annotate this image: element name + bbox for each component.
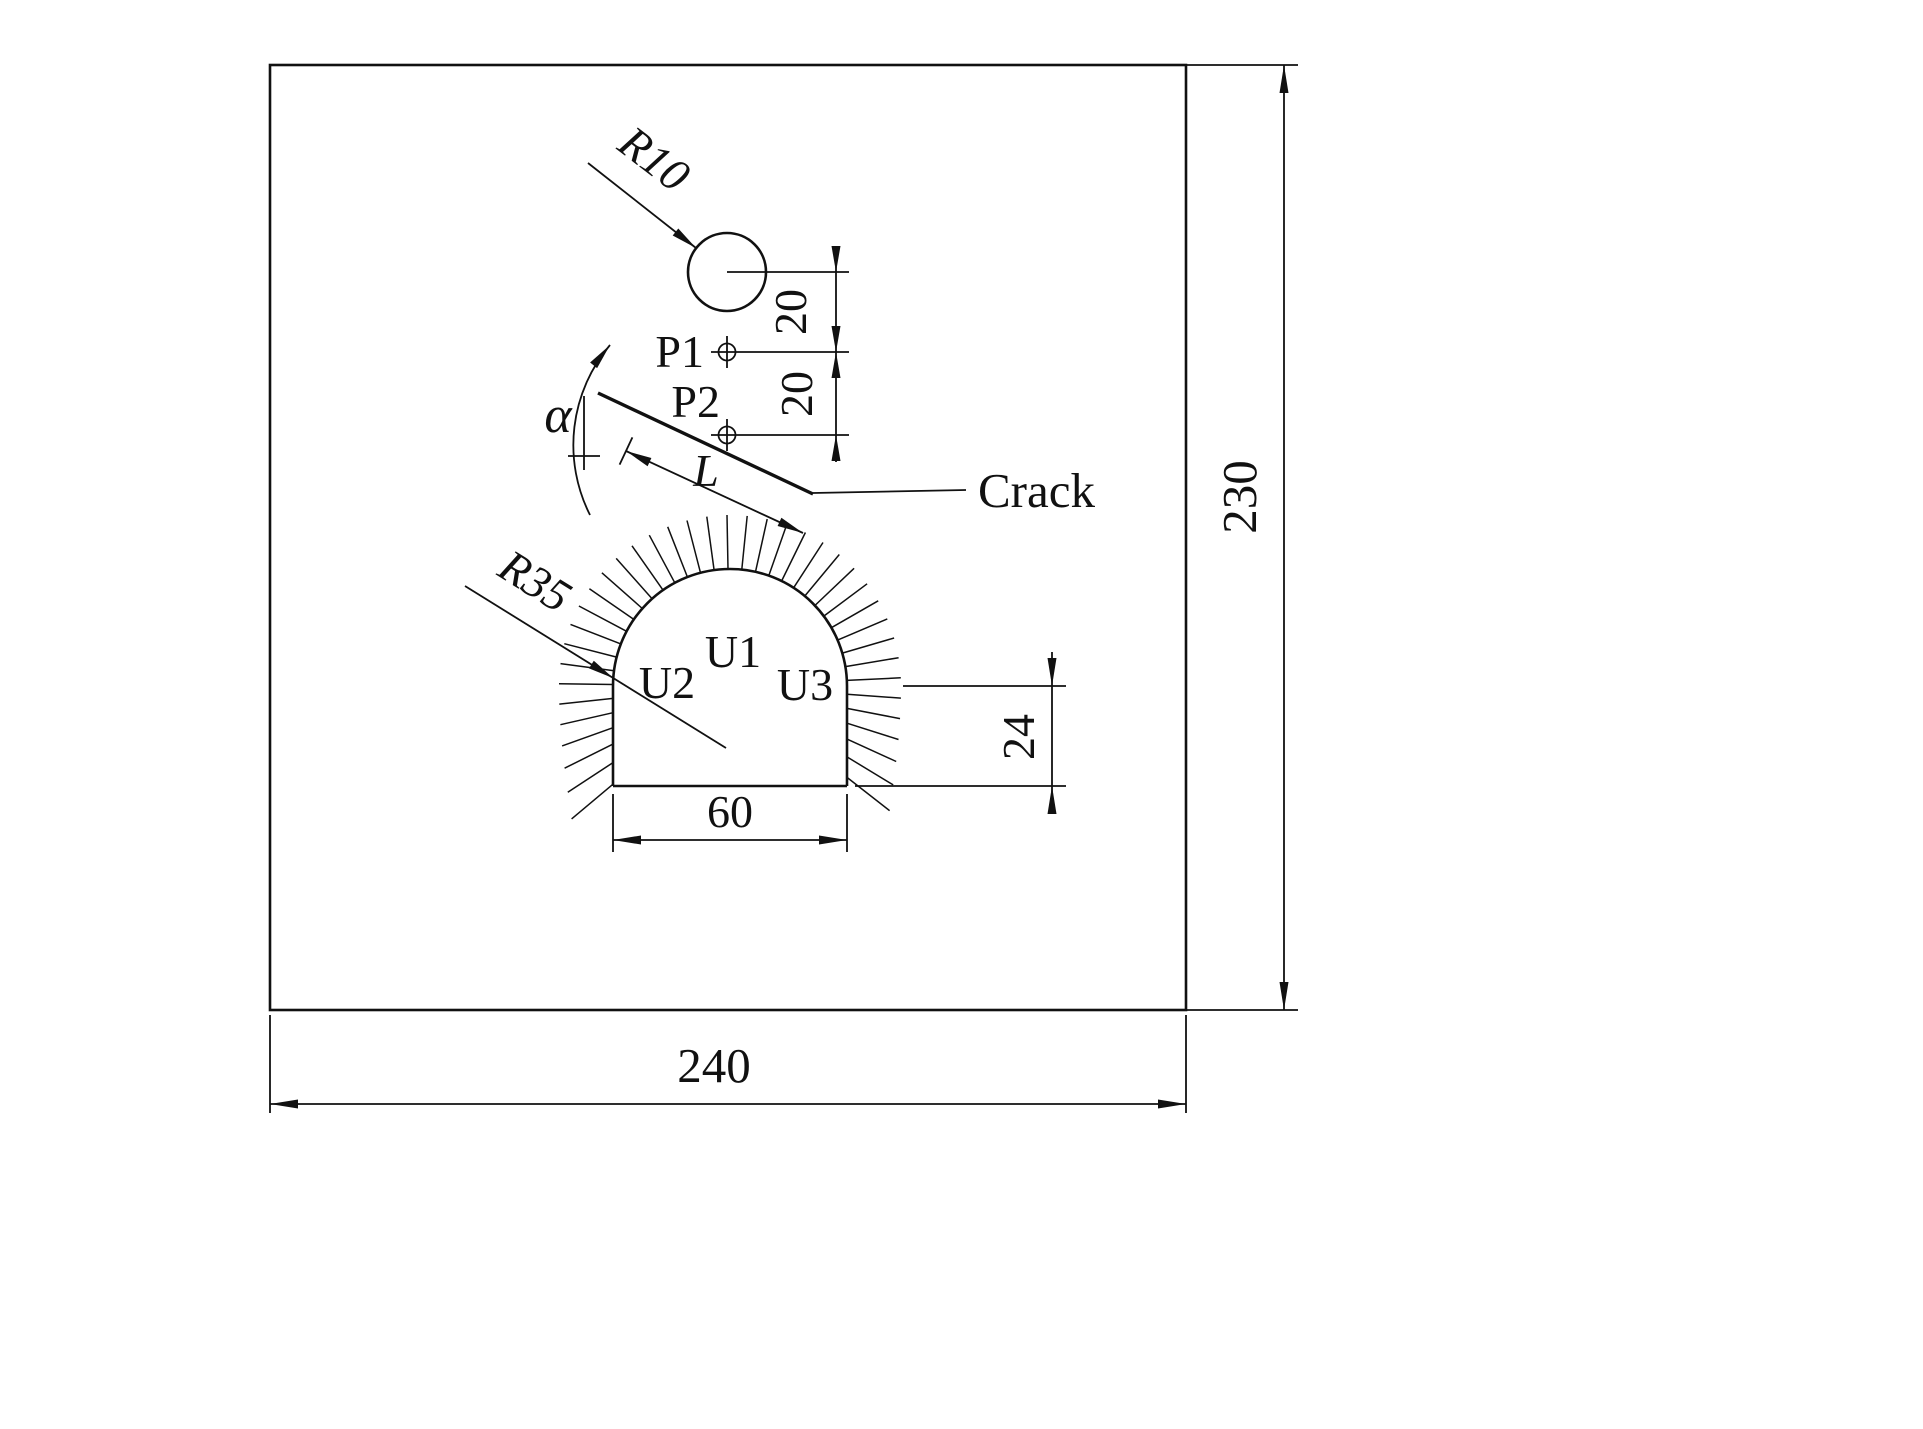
crack-length-label: L (692, 445, 719, 496)
dim-label-24: 24 (993, 714, 1044, 760)
hatch-line (741, 515, 748, 570)
arrowhead (672, 228, 696, 248)
crack-angle-label: α (544, 387, 573, 444)
hatch-line (571, 783, 614, 820)
arrowhead (626, 451, 652, 467)
crack-group: Crack L α (544, 344, 1095, 534)
monitor-points: P1 P2 (655, 326, 849, 451)
arrowhead (1158, 1099, 1186, 1109)
hatch-line (560, 711, 614, 726)
arrowhead (831, 246, 841, 272)
hatch-line (792, 542, 824, 589)
arrowhead (777, 517, 803, 533)
dim-label-20-lower: 20 (771, 371, 822, 417)
arrowhead (831, 435, 841, 461)
hatch-line (561, 726, 614, 747)
u2-label: U2 (639, 657, 695, 708)
hatch-line (648, 534, 676, 584)
hatch-line (837, 618, 888, 641)
hatch-line (831, 600, 879, 629)
hatch-line (559, 697, 614, 705)
arrowhead (831, 352, 841, 378)
dimension-20-stack: 20 20 (765, 246, 841, 462)
hatch-line (846, 738, 897, 763)
hatch-line (846, 707, 901, 720)
hole-radius-label: R10 (609, 115, 700, 201)
hatch-line (706, 516, 715, 571)
tunnel-group: U1 U2 U3 R35 (464, 514, 901, 820)
hatch-line (804, 554, 840, 597)
hatch-line (686, 520, 702, 573)
hatch-line (578, 605, 627, 632)
dimension-240: 240 (269, 1015, 1187, 1113)
arrowhead (613, 835, 641, 845)
length-dimension-line (625, 450, 804, 534)
hatch-line (846, 693, 901, 699)
arrowhead (1047, 786, 1057, 814)
hatch-line (601, 572, 643, 610)
hatch-line (845, 656, 899, 668)
dim-label-60: 60 (707, 786, 753, 837)
hatch-line (564, 743, 614, 769)
p1-label: P1 (655, 326, 704, 377)
hatch-line (588, 588, 635, 621)
dim-label-230: 230 (1212, 460, 1267, 534)
arrowhead (270, 1099, 298, 1109)
hatch-line (564, 642, 617, 658)
hatch-line (846, 776, 891, 812)
arrowhead (1279, 65, 1289, 93)
p2-label: P2 (671, 376, 720, 427)
hatch-line (780, 532, 807, 582)
arrowhead (819, 835, 847, 845)
hatch-line (560, 662, 615, 672)
hatch-line (570, 623, 622, 645)
hole-r10: R10 (587, 115, 849, 313)
crack-label: Crack (978, 463, 1095, 518)
tunnel-hatching (558, 514, 901, 820)
arrowhead (1047, 658, 1057, 686)
hatch-line (615, 557, 653, 600)
hatch-line (754, 518, 768, 572)
hatch-line (726, 514, 729, 570)
hatch-line (768, 524, 788, 576)
arrowhead (589, 660, 614, 679)
arrowhead (831, 326, 841, 352)
u1-label: U1 (705, 626, 761, 677)
hatch-line (846, 677, 901, 682)
tunnel-arch (611, 567, 849, 687)
length-extension-tick (618, 437, 634, 465)
dim-label-240: 240 (677, 1038, 751, 1093)
hatch-line (667, 526, 689, 578)
dimension-230: 230 (1186, 64, 1298, 1011)
hatch-line (631, 545, 664, 591)
dimension-60: 60 (612, 786, 848, 852)
dim-label-20-upper: 20 (765, 289, 816, 335)
dimension-24: 24 (855, 652, 1066, 814)
angle-arc (572, 344, 611, 516)
hatch-line (814, 567, 855, 607)
hatch-line (842, 637, 895, 654)
hatch-line (567, 761, 614, 793)
hatch-line (823, 583, 868, 617)
arrowhead (1279, 982, 1289, 1010)
plate-outline (268, 63, 1188, 1012)
crack-leader (812, 489, 967, 494)
hatch-line (846, 722, 899, 741)
arrowhead (590, 345, 610, 369)
crack-line (597, 391, 814, 496)
hatch-line (558, 683, 614, 686)
u3-label: U3 (777, 659, 833, 710)
hatch-line (846, 756, 894, 786)
